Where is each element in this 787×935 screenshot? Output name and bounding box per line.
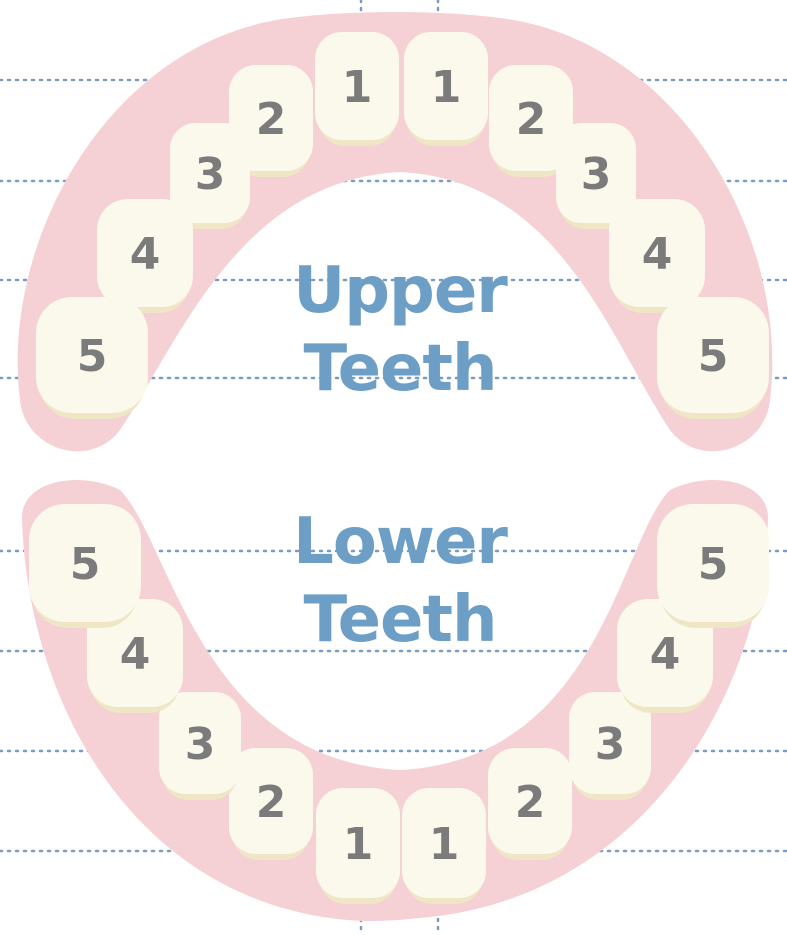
- tooth-lower-left-1: 1: [316, 788, 400, 904]
- tooth-number: 5: [70, 539, 101, 590]
- tooth-number: 3: [185, 719, 216, 770]
- tooth-number: 2: [256, 94, 287, 145]
- lower-title-line2: Teeth: [303, 583, 496, 657]
- tooth-number: 2: [256, 777, 287, 828]
- tooth-upper-left-1: 1: [315, 32, 399, 146]
- upper-title-line2: Teeth: [303, 332, 496, 406]
- tooth-lower-right-1: 1: [402, 788, 486, 904]
- tooth-number: 2: [516, 94, 547, 145]
- tooth-number: 5: [77, 331, 108, 382]
- tooth-number: 3: [195, 149, 226, 200]
- tooth-number: 4: [130, 229, 161, 280]
- tooth-upper-left-5: 5: [36, 297, 148, 419]
- tooth-number: 1: [342, 62, 373, 113]
- tooth-lower-right-5: 5: [657, 504, 769, 628]
- tooth-upper-left-4: 4: [97, 199, 193, 313]
- upper-title-line1: Upper: [293, 254, 508, 328]
- tooth-lower-left-5: 5: [29, 504, 141, 628]
- tooth-number: 4: [120, 629, 151, 680]
- tooth-upper-right-5: 5: [657, 297, 769, 419]
- tooth-number: 4: [650, 629, 681, 680]
- tooth-number: 3: [581, 149, 612, 200]
- tooth-lower-left-3: 3: [159, 692, 241, 800]
- tooth-number: 1: [431, 62, 462, 113]
- tooth-upper-right-4: 4: [609, 199, 705, 313]
- tooth-number: 4: [642, 229, 673, 280]
- lower-title-line1: Lower: [293, 505, 508, 579]
- tooth-number: 1: [429, 819, 460, 870]
- tooth-number: 5: [698, 539, 729, 590]
- tooth-lower-left-2: 2: [229, 748, 313, 860]
- tooth-number: 2: [515, 777, 546, 828]
- tooth-number: 5: [698, 331, 729, 382]
- tooth-number: 1: [343, 819, 374, 870]
- tooth-number: 3: [595, 719, 626, 770]
- tooth-upper-right-1: 1: [404, 32, 488, 146]
- tooth-lower-right-2: 2: [488, 748, 572, 860]
